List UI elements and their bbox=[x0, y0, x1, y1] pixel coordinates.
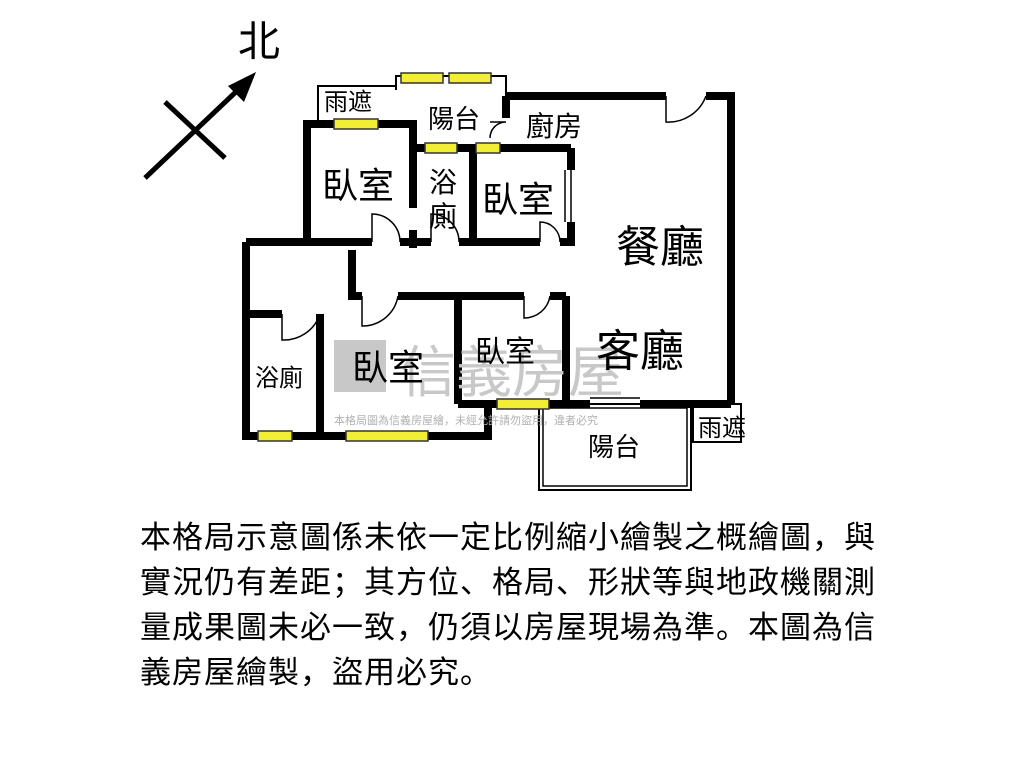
room-label-bath-top-1: 浴 bbox=[429, 166, 457, 199]
disclaimer-text: 本格局示意圖係未依一定比例縮小繪製之概繪圖，與實況仍有差距；其方位、格局、形狀等… bbox=[140, 520, 876, 691]
floor-plan: 北 bbox=[143, 17, 746, 491]
room-label-bath-top-2: 廁 bbox=[429, 200, 457, 233]
compass-arrow-shaft bbox=[143, 86, 242, 180]
window bbox=[496, 398, 550, 410]
room-label-bedroom-nw: 臥室 bbox=[322, 166, 394, 207]
watermark-brand: 信義房屋 bbox=[400, 341, 624, 406]
window bbox=[475, 142, 501, 154]
room-label-bedroom-sw: 臥室 bbox=[352, 348, 424, 389]
watermark: 信義房屋 本格局圖為信義房屋繪，未經允許請勿盜用，違者必究 bbox=[334, 340, 624, 427]
window bbox=[400, 72, 444, 84]
window bbox=[345, 430, 429, 442]
north-arrow-icon bbox=[228, 72, 256, 102]
windows bbox=[257, 72, 550, 442]
room-label-dining: 餐廳 bbox=[616, 222, 704, 273]
window bbox=[257, 430, 293, 442]
room-label-balcony-top: 陽台 bbox=[428, 105, 480, 135]
room-label-bath-left: 浴廁 bbox=[255, 364, 303, 392]
room-labels: 雨遮 陽台 廚房 臥室 浴 廁 臥室 餐廳 浴廁 臥室 臥室 客廳 陽台 雨遮 bbox=[255, 88, 746, 463]
room-label-balcony-bottom: 陽台 bbox=[588, 433, 640, 463]
room-label-bedroom-s: 臥室 bbox=[475, 335, 535, 370]
room-label-living: 客廳 bbox=[596, 326, 684, 377]
watermark-notice: 本格局圖為信義房屋繪，未經允許請勿盜用，違者必究 bbox=[334, 413, 598, 427]
room-label-kitchen: 廚房 bbox=[526, 110, 582, 143]
room-label-canopy-top: 雨遮 bbox=[324, 88, 372, 116]
window bbox=[424, 142, 458, 154]
window bbox=[333, 118, 379, 130]
north-label: 北 bbox=[238, 17, 280, 66]
doors bbox=[281, 95, 707, 405]
window bbox=[448, 72, 492, 84]
bottom-balcony-inner bbox=[542, 407, 688, 487]
compass: 北 bbox=[143, 17, 280, 180]
watermark-logo bbox=[334, 340, 386, 392]
room-label-canopy-bottom: 雨遮 bbox=[698, 414, 746, 442]
room-label-bedroom-n: 臥室 bbox=[482, 180, 554, 221]
